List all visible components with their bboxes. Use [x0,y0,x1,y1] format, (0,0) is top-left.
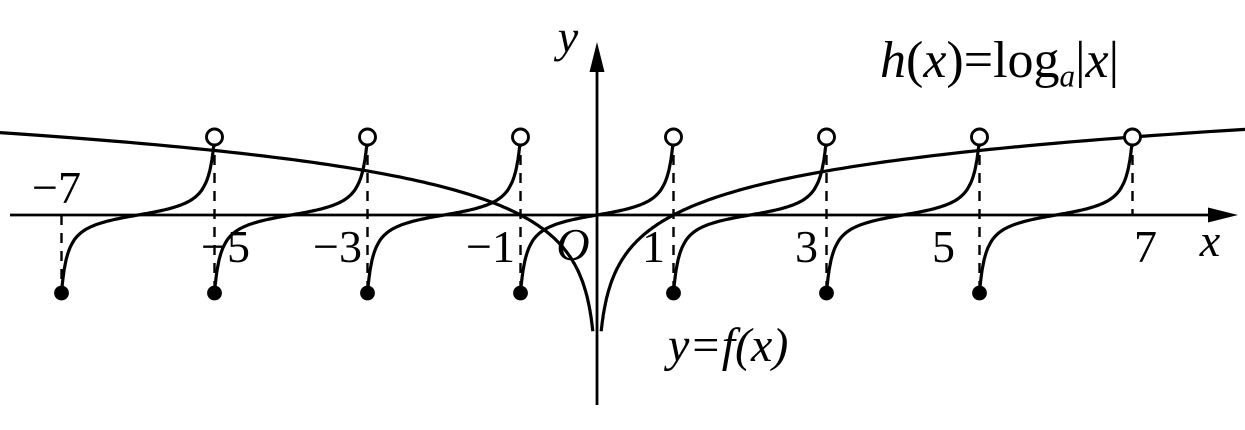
closed-endpoint-dot [513,285,528,301]
closed-endpoint-dot [54,285,69,301]
h-curve-branch [0,131,595,332]
open-endpoint-circle [358,127,377,147]
h-curve-label-part: | [1075,32,1086,89]
h-curve-label: h(x)=loga|x| [880,32,1119,94]
h-curve-label-part: x [1085,32,1109,89]
h-curve-branch [599,127,1245,332]
h-curve-label-part: h [880,32,906,89]
origin-label: O [556,219,590,270]
x-tick-label: 1 [642,221,665,272]
open-endpoint-circle [511,127,530,147]
closed-endpoint-dot [972,285,987,301]
x-tick-label: −3 [313,221,362,272]
x-tick-label: 5 [932,221,955,272]
x-axis-arrow [1208,207,1238,223]
open-endpoint-circle [664,127,683,147]
open-endpoint-circle [205,127,224,147]
open-endpoint-circle [1123,127,1142,147]
closed-endpoint-dot [666,285,681,301]
closed-endpoint-dot [207,285,222,301]
x-tick-label: −7 [32,162,81,213]
h-curve-label-part: | [1108,32,1120,89]
h-curve-label-part: x [923,32,947,89]
open-endpoint-circle [970,127,989,147]
h-curve-label-part: a [1059,58,1076,94]
x-tick-label: 3 [795,221,818,272]
f-curve-label: y=f(x) [668,319,789,372]
x-axis-label: x [1199,215,1221,266]
y-axis-label: y [557,11,579,62]
x-tick-label: 7 [1134,221,1157,272]
h-curve-label-part: ( [906,32,924,89]
h-curve-label-part: )=log [946,32,1060,89]
closed-endpoint-dot [819,285,834,301]
x-tick-label: −5 [201,221,250,272]
x-tick-label: −1 [466,221,515,272]
closed-endpoint-dot [360,285,375,301]
open-endpoint-circle [817,127,836,147]
y-axis-arrow [589,42,605,72]
